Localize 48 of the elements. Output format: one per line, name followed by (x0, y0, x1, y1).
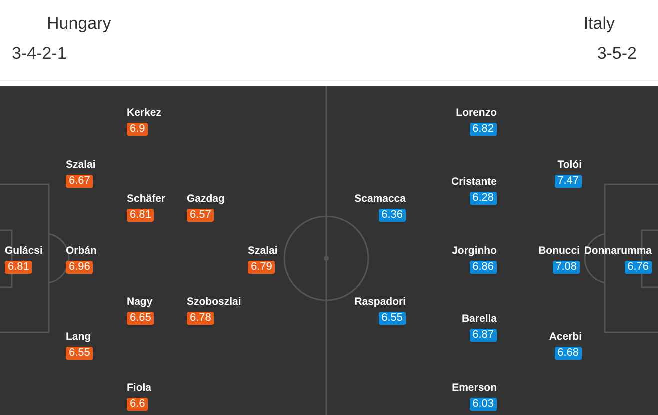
player-name: Orbán (66, 245, 97, 258)
rating-badge: 6.36 (378, 209, 406, 222)
player-name: Szalai (248, 245, 278, 258)
player-name: Barella (462, 313, 497, 326)
rating-badge: 6.03 (470, 398, 497, 411)
rating-badge: 7.08 (552, 261, 580, 274)
rating-badge: 6.81 (5, 261, 32, 274)
formation: 3-5-2 (597, 44, 637, 64)
player-name: Szoboszlai (187, 296, 242, 309)
player-name: Scamacca (354, 193, 406, 206)
player-name: Emerson (452, 382, 497, 395)
team-name: Italy (584, 14, 615, 34)
player-name: Gazdag (187, 193, 225, 206)
rating-badge: 7.47 (554, 175, 582, 188)
rating-badge: 6.55 (66, 347, 94, 360)
player-name: Schäfer (127, 193, 166, 206)
player-name: Lang (66, 331, 92, 344)
rating-badge: 6.68 (554, 347, 582, 360)
rating-badge: 6.76 (624, 261, 652, 274)
rating-badge: 6.65 (127, 312, 154, 325)
rating-badge: 6.67 (66, 175, 94, 188)
rating-badge: 6.79 (248, 261, 276, 274)
player-name: Bonucci (538, 245, 580, 258)
player-name: Nagy (127, 296, 153, 309)
player-name: Donnarumma (584, 245, 652, 258)
rating-badge: 6.28 (470, 192, 497, 205)
rating-badge: 6.87 (470, 329, 497, 342)
player-name: Jorginho (452, 245, 497, 258)
rating-badge: 6.96 (66, 261, 94, 274)
player-name: Raspadori (354, 296, 406, 309)
rating-badge: 6.55 (378, 312, 406, 325)
rating-badge: 6.78 (187, 312, 214, 325)
rating-badge: 6.82 (470, 123, 497, 136)
rating-badge: 6.86 (470, 261, 497, 274)
rating-badge: 6.9 (127, 123, 148, 136)
player-name: Fiola (127, 382, 152, 395)
rating-badge: 6.57 (187, 209, 214, 222)
team-name: Hungary (47, 14, 112, 34)
player-name: Tolói (558, 159, 582, 172)
rating-badge: 6.81 (127, 209, 154, 222)
player-name: Gulácsi (5, 245, 43, 258)
player-name: Lorenzo (456, 107, 497, 120)
rating-badge: 6.6 (127, 398, 148, 411)
player-name: Kerkez (127, 107, 162, 120)
player-name: Acerbi (549, 331, 582, 344)
player-name: Cristante (451, 176, 497, 189)
formation: 3-4-2-1 (12, 44, 67, 64)
player-name: Szalai (66, 159, 96, 172)
